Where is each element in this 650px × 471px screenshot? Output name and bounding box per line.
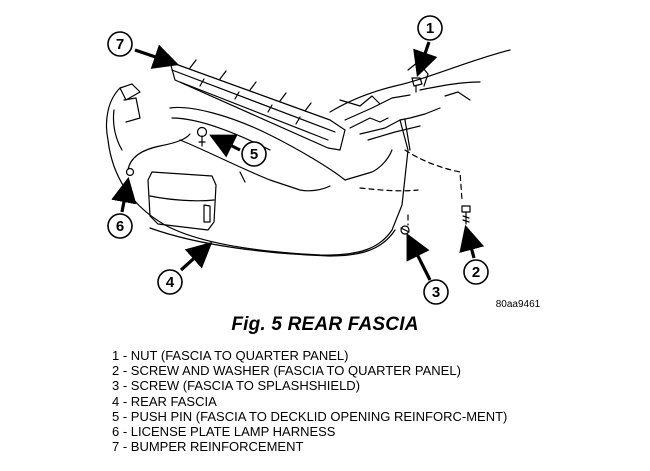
- splashshield-screw-part: [400, 225, 410, 235]
- leader-6: [111, 176, 137, 213]
- leader-lines: [111, 41, 485, 281]
- legend-item: 7 - BUMPER REINFORCEMENT: [112, 439, 304, 455]
- rear-fascia-shell: [105, 87, 409, 256]
- legend-item: 3 - SCREW (FASCIA TO SPLASHSHIELD): [112, 378, 361, 394]
- vehicle-line-art: [105, 49, 511, 257]
- part-code: 80aa9461: [496, 299, 541, 310]
- callout-4: 4: [157, 269, 183, 295]
- svg-text:4: 4: [166, 274, 175, 291]
- legend-item: 4 - REAR FASCIA: [112, 393, 217, 409]
- leader-2: [459, 224, 485, 259]
- splashshield-outline: [404, 149, 463, 201]
- bumper-reinforcement-beam: [169, 61, 346, 151]
- legend-item: 6 - LICENSE PLATE LAMP HARNESS: [112, 424, 336, 440]
- leader-7: [134, 44, 180, 69]
- callout-7: 7: [107, 31, 133, 57]
- svg-text:3: 3: [432, 284, 440, 301]
- screw-washer-part: [461, 205, 471, 225]
- license-lamp-harness: [127, 133, 191, 171]
- parts-legend: 1 - NUT (FASCIA TO QUARTER PANEL) 2 - SC…: [112, 348, 532, 454]
- legend-item: 2 - SCREW AND WASHER (FASCIA TO QUARTER …: [112, 363, 461, 379]
- leader-5: [209, 134, 241, 158]
- callout-5: 5: [241, 141, 267, 167]
- leader-1: [413, 41, 438, 78]
- legend-item: 1 - NUT (FASCIA TO QUARTER PANEL): [112, 348, 349, 363]
- leader-4: [179, 241, 213, 272]
- legend-item: 5 - PUSH PIN (FASCIA TO DECKLID OPENING …: [112, 408, 508, 424]
- decklid-opening: [169, 106, 393, 181]
- leader-3: [406, 233, 432, 281]
- svg-text:2: 2: [472, 264, 480, 281]
- fascia-lower-edge: [149, 227, 396, 257]
- callout-1: 1: [417, 15, 443, 41]
- callouts: 1 2 3 4 5 6 7: [107, 15, 489, 305]
- callout-2: 2: [463, 259, 489, 285]
- svg-text:6: 6: [116, 218, 124, 235]
- callout-3: 3: [423, 279, 449, 305]
- svg-text:5: 5: [250, 146, 258, 163]
- push-pin-part: [196, 126, 208, 147]
- quarter-panel: [329, 49, 511, 113]
- callout-6: 6: [107, 213, 133, 239]
- figure-title: Fig. 5 REAR FASCIA: [231, 314, 419, 335]
- svg-text:1: 1: [426, 20, 434, 37]
- license-recess: [147, 171, 217, 231]
- nut-part: [411, 77, 423, 93]
- svg-text:7: 7: [116, 36, 124, 53]
